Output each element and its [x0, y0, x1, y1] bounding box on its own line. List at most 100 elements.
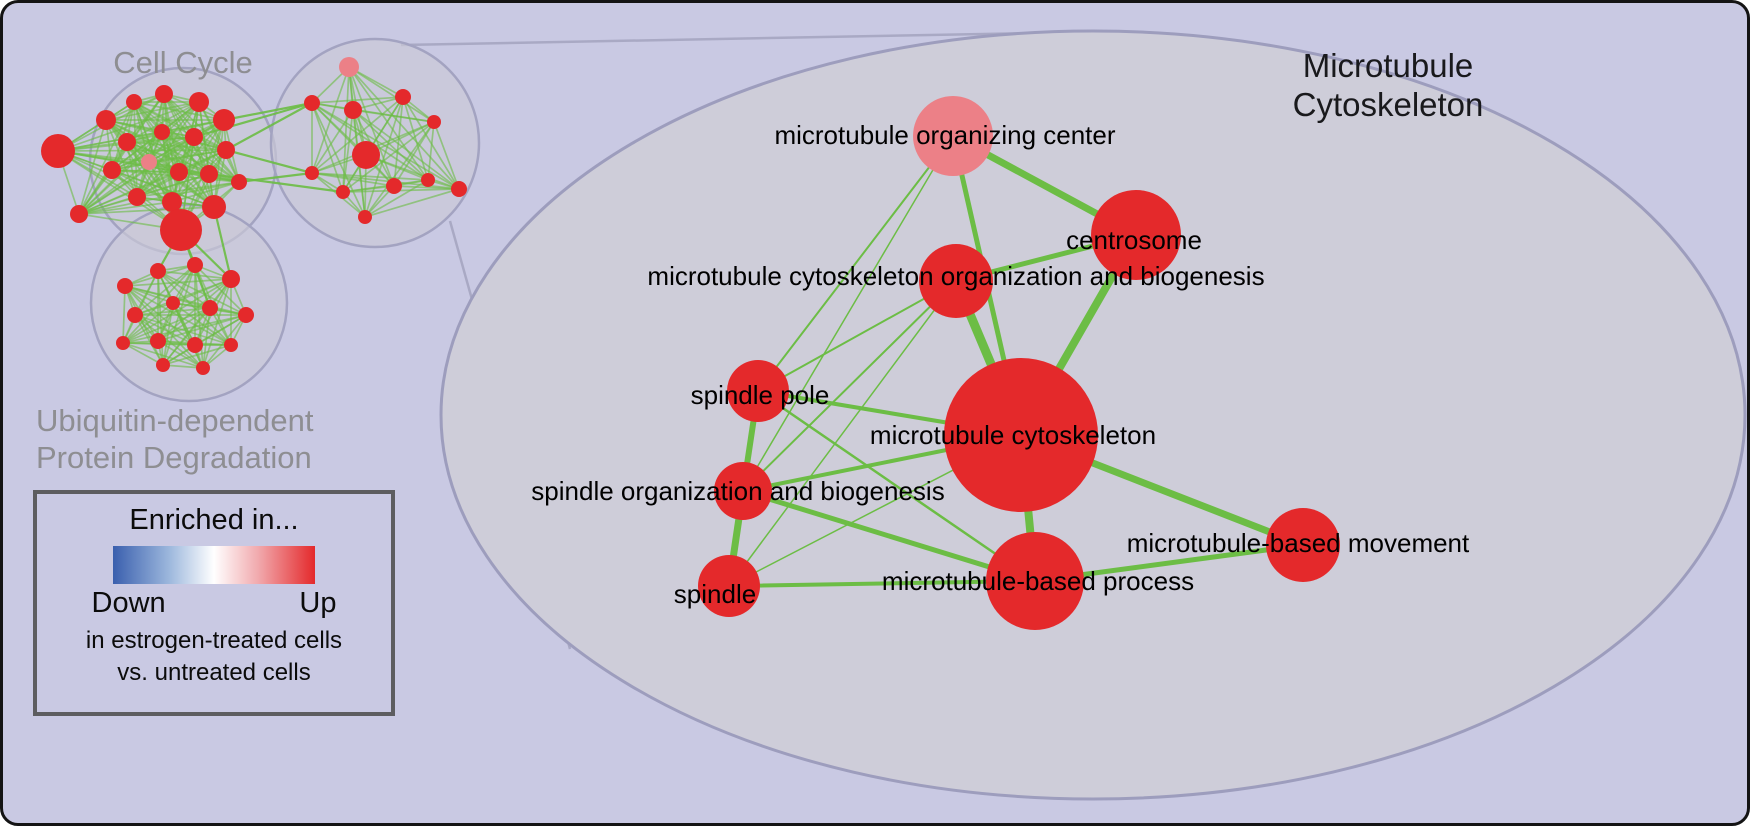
magnified-node-label-mc: microtubule cytoskeleton [870, 420, 1156, 450]
overview-edge [122, 302, 174, 344]
magnified-edge-mcob-spindle [728, 280, 957, 587]
magnified-node-label-mbp: microtubule-based process [882, 566, 1194, 596]
overview-clusters [88, 37, 481, 403]
overview-edge [311, 172, 460, 190]
overview-edge [364, 96, 404, 218]
overview-cluster-circle-microtubule [269, 37, 481, 249]
overview-edge [311, 96, 404, 104]
overview-edge [105, 119, 138, 198]
overview-node [395, 89, 411, 105]
magnified-edge-sob-mbp [740, 488, 1038, 584]
overview-node [41, 134, 75, 168]
magnified-node-label-sob: spindle organization and biogenesis [531, 476, 944, 506]
magnified-node-moc [913, 96, 993, 176]
overview-inter-edge [225, 148, 313, 175]
overview-node [141, 154, 157, 170]
overview-node [222, 270, 240, 288]
overview-node [166, 296, 180, 310]
overview-edge [311, 102, 366, 218]
overview-edge [352, 109, 435, 123]
overview-node [126, 94, 142, 110]
overview-node [213, 109, 235, 131]
overview-edge [134, 314, 164, 366]
overview-edge [348, 66, 429, 181]
overview-node [154, 124, 170, 140]
overview-node [231, 174, 247, 190]
overview-edge [311, 96, 404, 174]
overview-node [305, 166, 319, 180]
overview-edge [134, 264, 196, 316]
magnified-edge-spindle-mbp [727, 579, 1037, 588]
magnified-node-label-moc: microtubule organizing center [774, 120, 1115, 150]
overview-node [224, 338, 238, 352]
overview-edge [124, 285, 247, 316]
overview-node [202, 195, 226, 219]
overview-edge [122, 285, 126, 344]
overview-edge [122, 314, 247, 344]
magnified-labels: microtubule organizing centercentrosomem… [531, 120, 1470, 609]
overview-node [189, 92, 209, 112]
overview-node [427, 115, 441, 129]
overview-node [304, 95, 320, 111]
network-canvas: microtubule organizing centercentrosomem… [41, 29, 1747, 801]
overview-node [187, 337, 203, 353]
overview-edge [122, 342, 164, 366]
cluster-label-cell-cycle: Cell Cycle [113, 45, 253, 80]
overview-edge [348, 66, 435, 123]
overview-edge [194, 264, 247, 316]
overview-node [128, 188, 146, 206]
overview-node [451, 181, 467, 197]
overview-edge [364, 121, 435, 218]
overview-inter-edge [193, 101, 313, 139]
overview-node [156, 358, 170, 372]
overview-node [352, 141, 380, 169]
overview-edge [202, 314, 247, 369]
overview-inter-edge [212, 206, 233, 280]
overview-node [103, 161, 121, 179]
overview-edge [157, 314, 247, 342]
overview-edge [148, 149, 227, 163]
overview-edge [78, 136, 195, 215]
overview-edge [78, 196, 138, 215]
legend-endpoint-labels: Down Up [92, 587, 337, 620]
overview-edge [122, 264, 196, 344]
overview-nodes [41, 57, 467, 375]
overview-edge [78, 181, 240, 215]
overview-node [127, 307, 143, 323]
overview-edge [194, 264, 204, 369]
magnified-nodes [698, 96, 1340, 630]
magnified-node-label-mcob: microtubule cytoskeleton organization an… [647, 261, 1264, 291]
cluster-label-ubiquitin: Ubiquitin-dependent Protein Degradation [36, 403, 314, 476]
overview-edge [393, 185, 460, 190]
magnified-edge-mcob-sob [742, 280, 957, 492]
overview-node [386, 178, 402, 194]
magnified-title: Microtubule Cytoskeleton [1263, 47, 1513, 125]
magnified-node-mbm [1266, 508, 1340, 582]
overview-edge [78, 119, 107, 215]
magnified-edge-moc-sob [742, 135, 954, 492]
overview-edge [78, 206, 215, 215]
legend: Enriched in... Down Up in estrogen-treat… [33, 490, 395, 716]
overview-edge [311, 172, 429, 181]
overview-edge [122, 342, 204, 369]
magnified-node-mc [944, 358, 1098, 512]
magnified-title-line1: Microtubule [1302, 47, 1474, 84]
overview-edge [57, 131, 163, 152]
overview-edge [364, 179, 429, 218]
overview-edge [157, 270, 164, 366]
legend-subtitle: in estrogen-treated cells vs. untreated … [37, 625, 391, 690]
magnified-edge-moc-spindle_pole [757, 135, 954, 392]
magnified-title-line2: Cytoskeleton [1292, 85, 1484, 123]
overview-inter-edge [223, 101, 313, 122]
magnified-node-spindle_pole [727, 360, 789, 422]
overview-node [196, 361, 210, 375]
overview-node [70, 205, 88, 223]
overview-edge [57, 150, 182, 231]
magnified-node-label-spindle_pole: spindle pole [691, 380, 830, 410]
legend-subtitle-line1: in estrogen-treated cells [85, 627, 343, 654]
overview-node [336, 185, 350, 199]
overview-edge [171, 181, 240, 203]
magnified-node-label-mbm: microtubule-based movement [1127, 528, 1470, 558]
overview-node [187, 257, 203, 273]
